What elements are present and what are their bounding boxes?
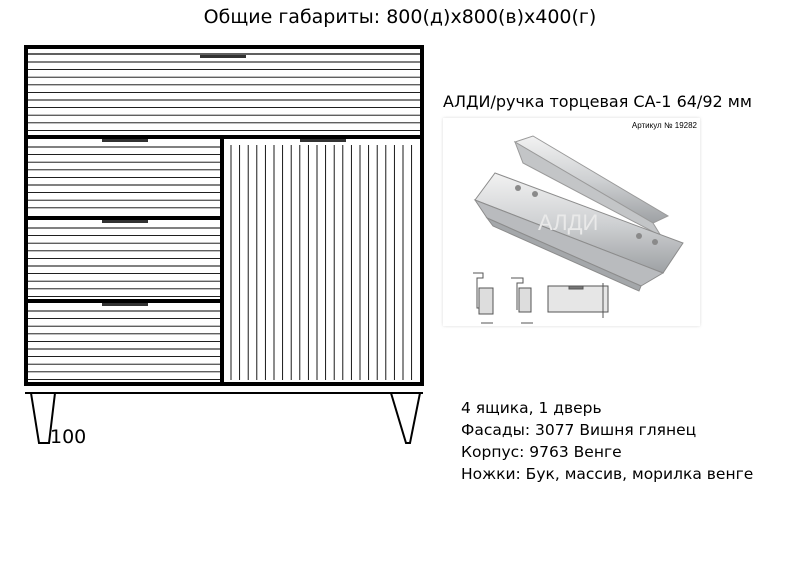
- leg-height-dimension: 100: [50, 426, 87, 448]
- drawer-handle: [102, 139, 148, 142]
- watermark: АЛДИ: [538, 210, 598, 235]
- left-drawer-3: [26, 301, 222, 384]
- specifications: 4 ящика, 1 дверь Фасады: 3077 Вишня глян…: [461, 397, 753, 485]
- right-leg: [389, 392, 422, 444]
- drawer-handle: [200, 55, 246, 58]
- handle-product-illustration: АЛДИ: [473, 135, 684, 324]
- drawer-handle: [102, 303, 148, 306]
- left-leg: [29, 392, 57, 444]
- spec-line: Корпус: 9763 Венге: [461, 443, 622, 461]
- left-drawer-2: [26, 218, 222, 301]
- spec-line: Фасады: 3077 Вишня глянец: [461, 421, 697, 439]
- article-number: Артикул № 19282: [631, 121, 697, 130]
- door-handle: [300, 139, 346, 142]
- spec-line: 4 ящика, 1 дверь: [461, 399, 602, 417]
- handle-title: АЛДИ/ручка торцевая СА-1 64/92 мм: [443, 92, 752, 111]
- door: [222, 137, 422, 384]
- handle-image: Артикул № 19282 АЛДИ: [443, 118, 700, 326]
- spec-line: Ножки: Бук, массив, морилка венге: [461, 465, 754, 483]
- technical-views: [473, 272, 609, 324]
- overall-dimensions-title: Общие габариты: 800(д)х800(в)х400(г): [203, 6, 597, 28]
- drawer-handle: [102, 220, 148, 223]
